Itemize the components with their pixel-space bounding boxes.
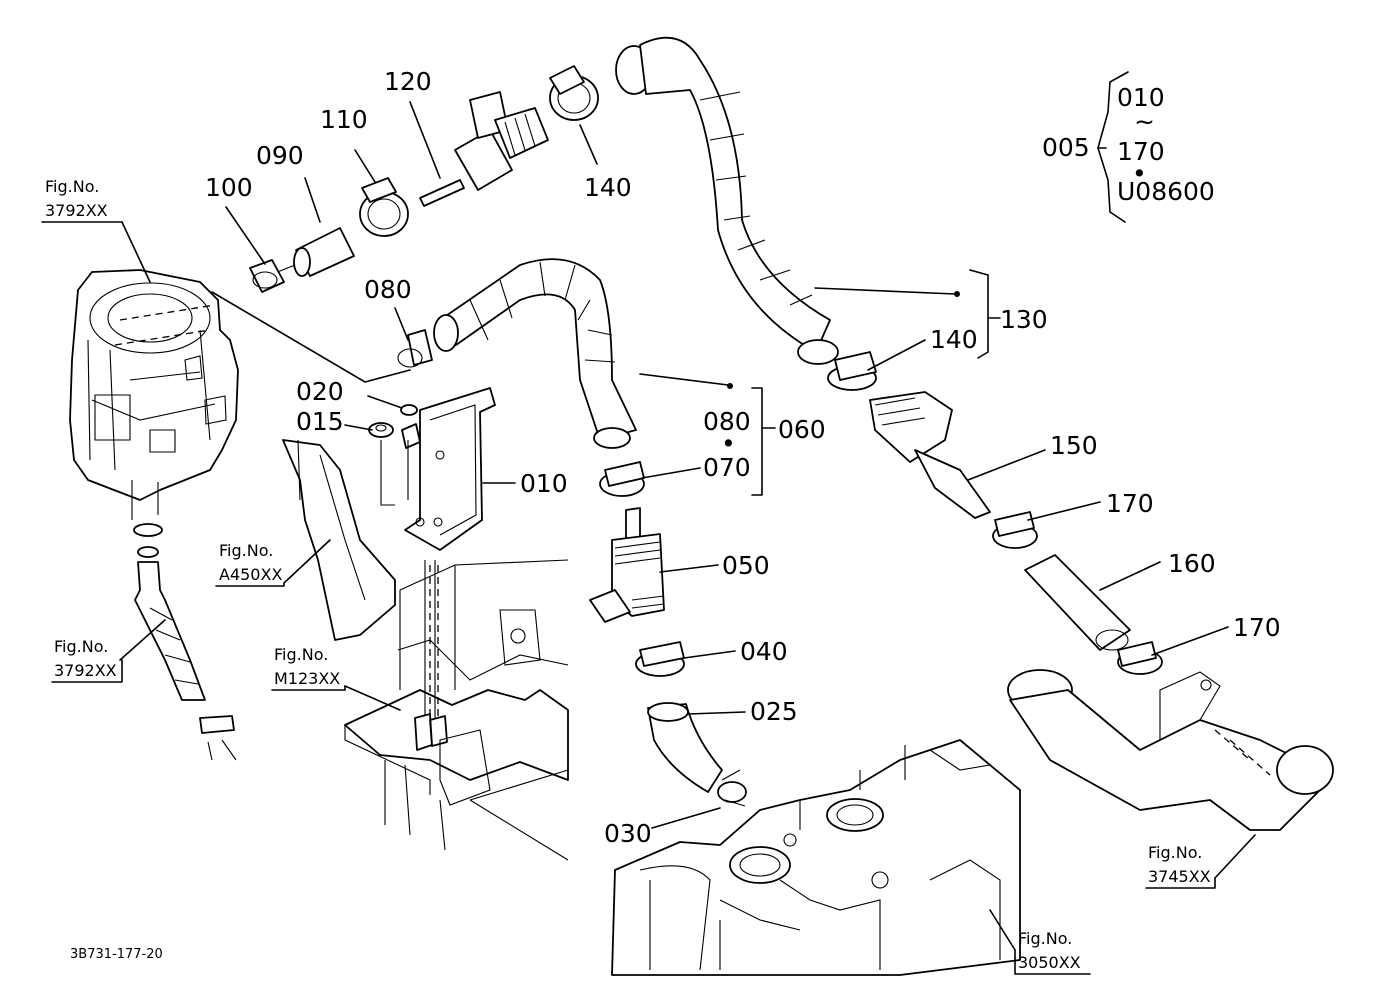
label-140-lower: 140 xyxy=(930,325,978,354)
label-110: 110 xyxy=(320,105,368,134)
group-005-first: 010 xyxy=(1117,83,1165,112)
label-100: 100 xyxy=(205,173,253,202)
label-010: 010 xyxy=(520,469,568,498)
figure-ref-caption: Fig.No. xyxy=(45,177,99,196)
turbocharger-drawing xyxy=(69,269,239,520)
label-140-upper: 140 xyxy=(584,173,632,202)
figure-ref-caption: Fig.No. xyxy=(219,541,273,560)
label-170-upper: 170 xyxy=(1106,489,1154,518)
figure-reference[interactable]: Fig.No. 3792XX xyxy=(51,637,123,683)
label-020: 020 xyxy=(296,377,344,406)
leader-lines xyxy=(119,71,1256,951)
label-050: 050 xyxy=(722,551,770,580)
figure-ref-caption: Fig.No. xyxy=(54,637,108,656)
right-fittings-drawing xyxy=(827,351,1163,675)
label-060: 060 xyxy=(778,415,826,444)
part-labels: 100 090 110 120 140 080 020 015 010 080 … xyxy=(205,67,1281,848)
group-005-tilde: ~ xyxy=(1134,107,1155,136)
label-005: 005 xyxy=(1042,133,1090,162)
label-130: 130 xyxy=(1000,305,1048,334)
label-080-lower: 080 xyxy=(703,407,751,436)
figure-ref-caption: Fig.No. xyxy=(274,645,328,664)
lower-left-hose-drawing xyxy=(133,523,237,761)
group-005-last: 170 xyxy=(1117,137,1165,166)
engine-head-drawing xyxy=(611,739,1021,976)
figure-ref-number: 3745XX xyxy=(1148,867,1211,886)
figure-reference[interactable]: Fig.No. 3792XX xyxy=(41,177,123,223)
label-040: 040 xyxy=(740,637,788,666)
label-080-upper: 080 xyxy=(364,275,412,304)
figure-ref-number: A450XX xyxy=(219,565,282,584)
figure-ref-caption: Fig.No. xyxy=(1018,929,1072,948)
group-005-extra: U08600 xyxy=(1117,177,1215,206)
label-170-lower: 170 xyxy=(1233,613,1281,642)
figure-ref-number: 3792XX xyxy=(45,201,108,220)
mounting-plate-drawing xyxy=(344,559,569,861)
hose-130-drawing xyxy=(549,36,839,365)
label-070: 070 xyxy=(703,453,751,482)
label-025: 025 xyxy=(750,697,798,726)
upper-hose-assembly-drawing xyxy=(249,91,549,293)
figure-reference[interactable]: Fig.No. A450XX xyxy=(215,541,285,587)
figure-reference[interactable]: Fig.No. M123XX xyxy=(271,645,346,691)
label-150: 150 xyxy=(1050,431,1098,460)
figure-ref-number: 3792XX xyxy=(54,661,117,680)
figure-reference[interactable]: Fig.No. 3745XX xyxy=(1145,843,1216,889)
dot-060: • xyxy=(721,429,736,458)
figure-ref-number: 3050XX xyxy=(1018,953,1081,972)
bracket-drawing xyxy=(282,387,496,641)
label-015: 015 xyxy=(296,407,344,436)
figure-reference[interactable]: Fig.No. 3050XX xyxy=(1014,929,1091,975)
label-030: 030 xyxy=(604,819,652,848)
label-160: 160 xyxy=(1168,549,1216,578)
label-090: 090 xyxy=(256,141,304,170)
diagram-id: 3B731-177-20 xyxy=(70,947,163,962)
pipe-3745-drawing xyxy=(1007,669,1334,831)
label-120: 120 xyxy=(384,67,432,96)
group-005-dot: • xyxy=(1132,159,1147,188)
figure-ref-number: M123XX xyxy=(274,669,340,688)
figure-ref-caption: Fig.No. xyxy=(1148,843,1202,862)
hose-060-drawing xyxy=(397,258,637,449)
lower-fittings-drawing xyxy=(589,461,747,807)
figure-references: Fig.No. 3792XX Fig.No. 3792XX Fig.No. A4… xyxy=(41,177,1216,975)
